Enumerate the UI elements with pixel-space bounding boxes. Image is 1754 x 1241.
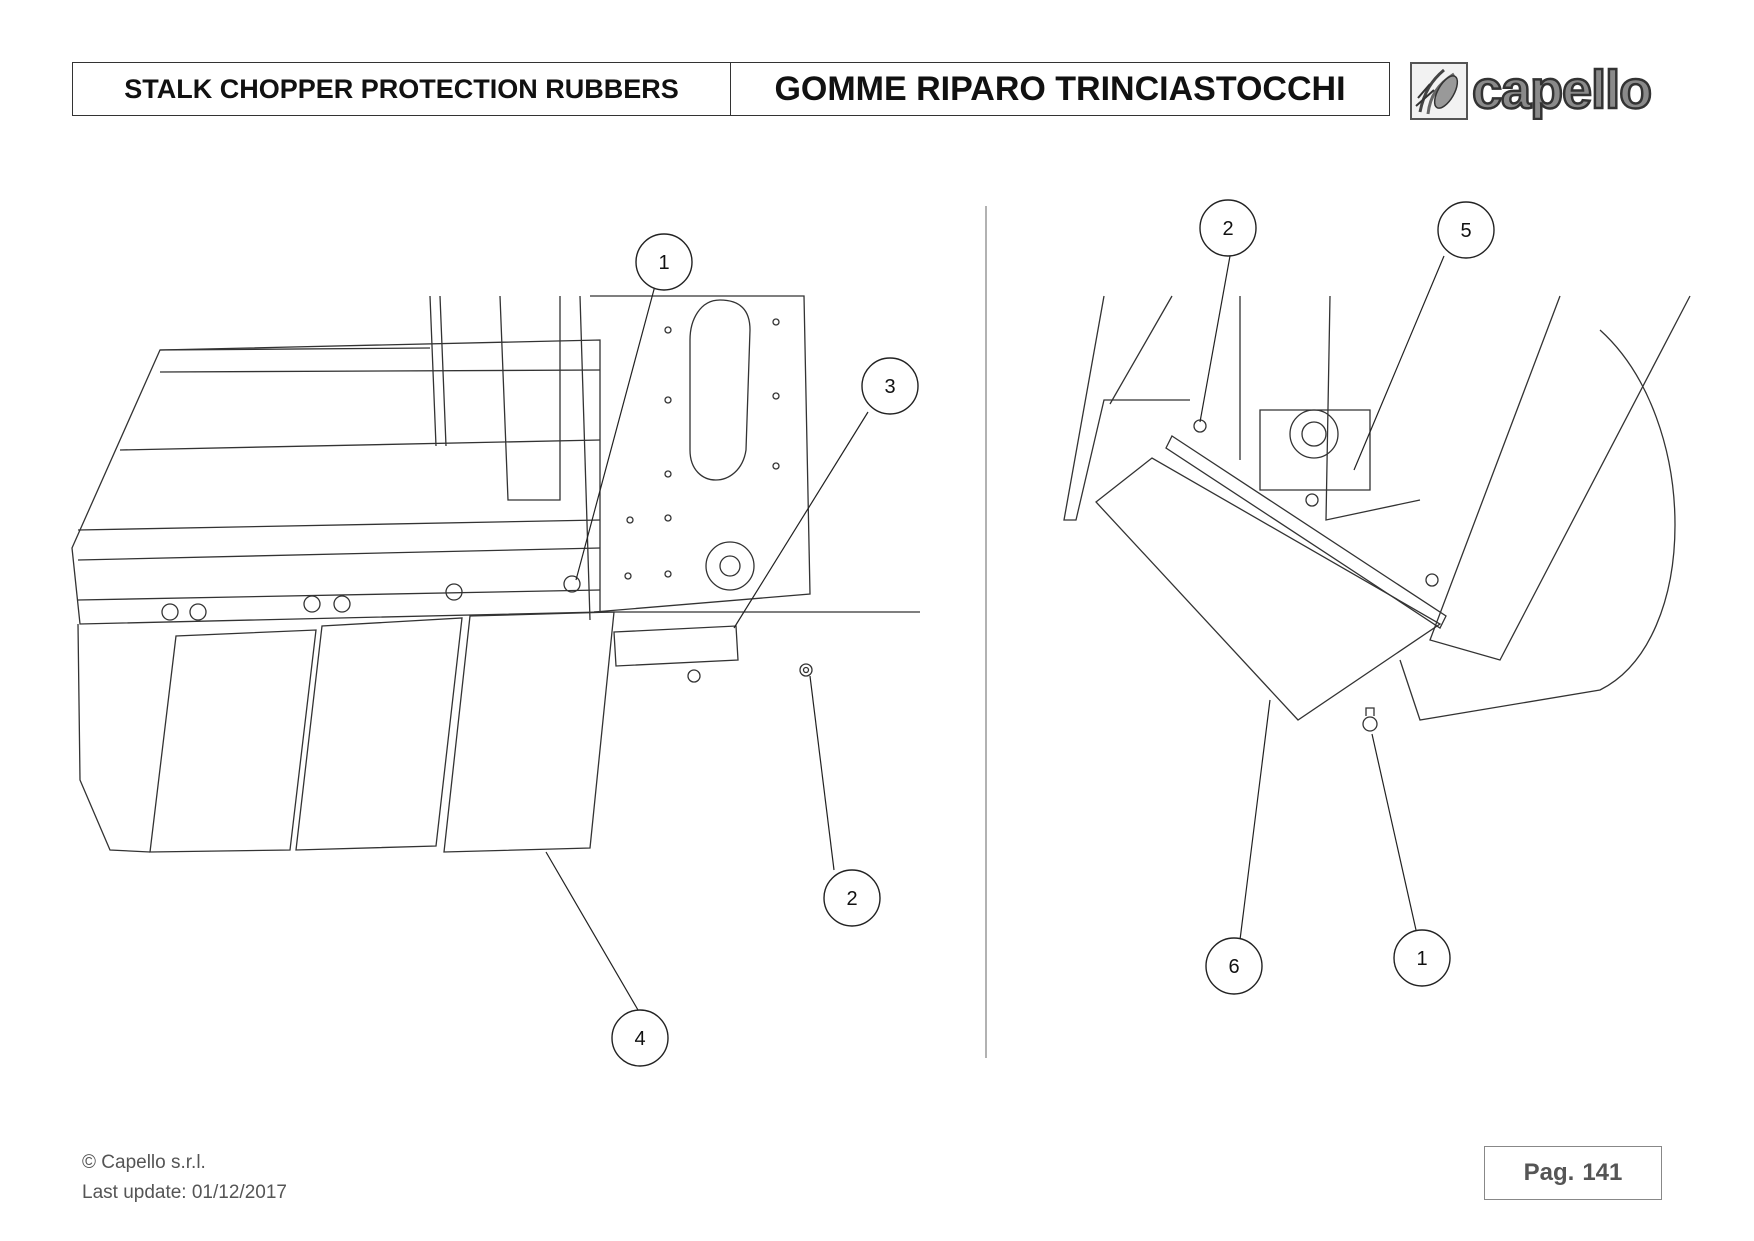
- title-bar: STALK CHOPPER PROTECTION RUBBERS GOMME R…: [72, 62, 1390, 116]
- rubber-flap-3: [443, 611, 615, 853]
- logo-wordmark: capello: [1472, 62, 1651, 120]
- callout-left-3: 3: [861, 357, 919, 415]
- svg-text:5: 5: [1460, 220, 1471, 242]
- svg-text:4: 4: [634, 1028, 645, 1050]
- callout-left-1: 1: [635, 233, 693, 291]
- title-italian: GOMME RIPARO TRINCIASTOCCHI: [774, 69, 1346, 108]
- callout-right-2: 2: [1199, 199, 1257, 257]
- svg-text:2: 2: [1222, 218, 1233, 240]
- callout-right-1: 1: [1393, 929, 1451, 987]
- page-number: 141: [1582, 1159, 1623, 1186]
- rubber-flap-2: [295, 617, 463, 851]
- title-english: STALK CHOPPER PROTECTION RUBBERS: [73, 63, 731, 115]
- svg-text:2: 2: [846, 888, 857, 910]
- callout-left-4: 4: [611, 1009, 669, 1067]
- clamp-bar: [613, 625, 739, 667]
- page-number-box: Pag. 141: [1484, 1146, 1662, 1200]
- last-update-text: Last update: 01/12/2017: [82, 1182, 287, 1203]
- capello-logo: capello: [1410, 62, 1653, 120]
- corn-ear-icon: [1410, 62, 1468, 120]
- callout-right-5: 5: [1437, 201, 1495, 259]
- copyright-text: © Capello s.r.l.: [82, 1152, 206, 1173]
- page-label: Pag.: [1523, 1159, 1575, 1186]
- clamp-bar-right: [1165, 435, 1447, 629]
- svg-text:1: 1: [1416, 948, 1427, 970]
- svg-text:6: 6: [1228, 956, 1239, 978]
- rubber-flap-1: [149, 629, 317, 853]
- left-view-drawing: [71, 295, 920, 853]
- svg-text:1: 1: [658, 252, 669, 274]
- rubber-flap-right: [1095, 457, 1442, 721]
- svg-text:3: 3: [884, 376, 895, 398]
- callout-left-2: 2: [823, 869, 881, 927]
- callout-right-6: 6: [1205, 937, 1263, 995]
- leader-lines: [545, 255, 1445, 1011]
- right-view-drawing: [1063, 295, 1691, 732]
- footer: © Capello s.r.l. Last update: 01/12/2017: [82, 1148, 287, 1208]
